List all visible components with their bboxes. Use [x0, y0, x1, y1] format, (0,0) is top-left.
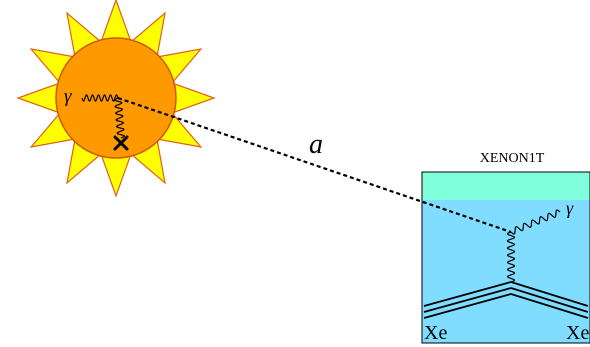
nucleus-right-label: Xe [566, 322, 589, 344]
detector-outgoing-photon-line [510, 209, 561, 235]
detector-title: XENON1T [480, 151, 545, 166]
detector-photon-label: γ [566, 198, 574, 218]
detector-exchange-photon-line [506, 231, 516, 283]
nucleus-left-label: Xe [424, 322, 447, 344]
axion-label: a [309, 129, 323, 160]
nucleus-lines [423, 281, 589, 319]
detector-outline [421, 171, 590, 344]
x-mark-icon [113, 135, 129, 151]
detector-water [421, 171, 590, 344]
detector-gas-layer [422, 172, 590, 200]
sun-core [55, 37, 177, 159]
sun-photon-line [81, 94, 119, 102]
xenon-detector [421, 171, 590, 344]
axion-dashed-line [117, 96, 512, 234]
sun [16, 0, 216, 198]
sun-photon-label: γ [64, 86, 72, 107]
sun-vertical-wavy-line [113, 97, 126, 139]
